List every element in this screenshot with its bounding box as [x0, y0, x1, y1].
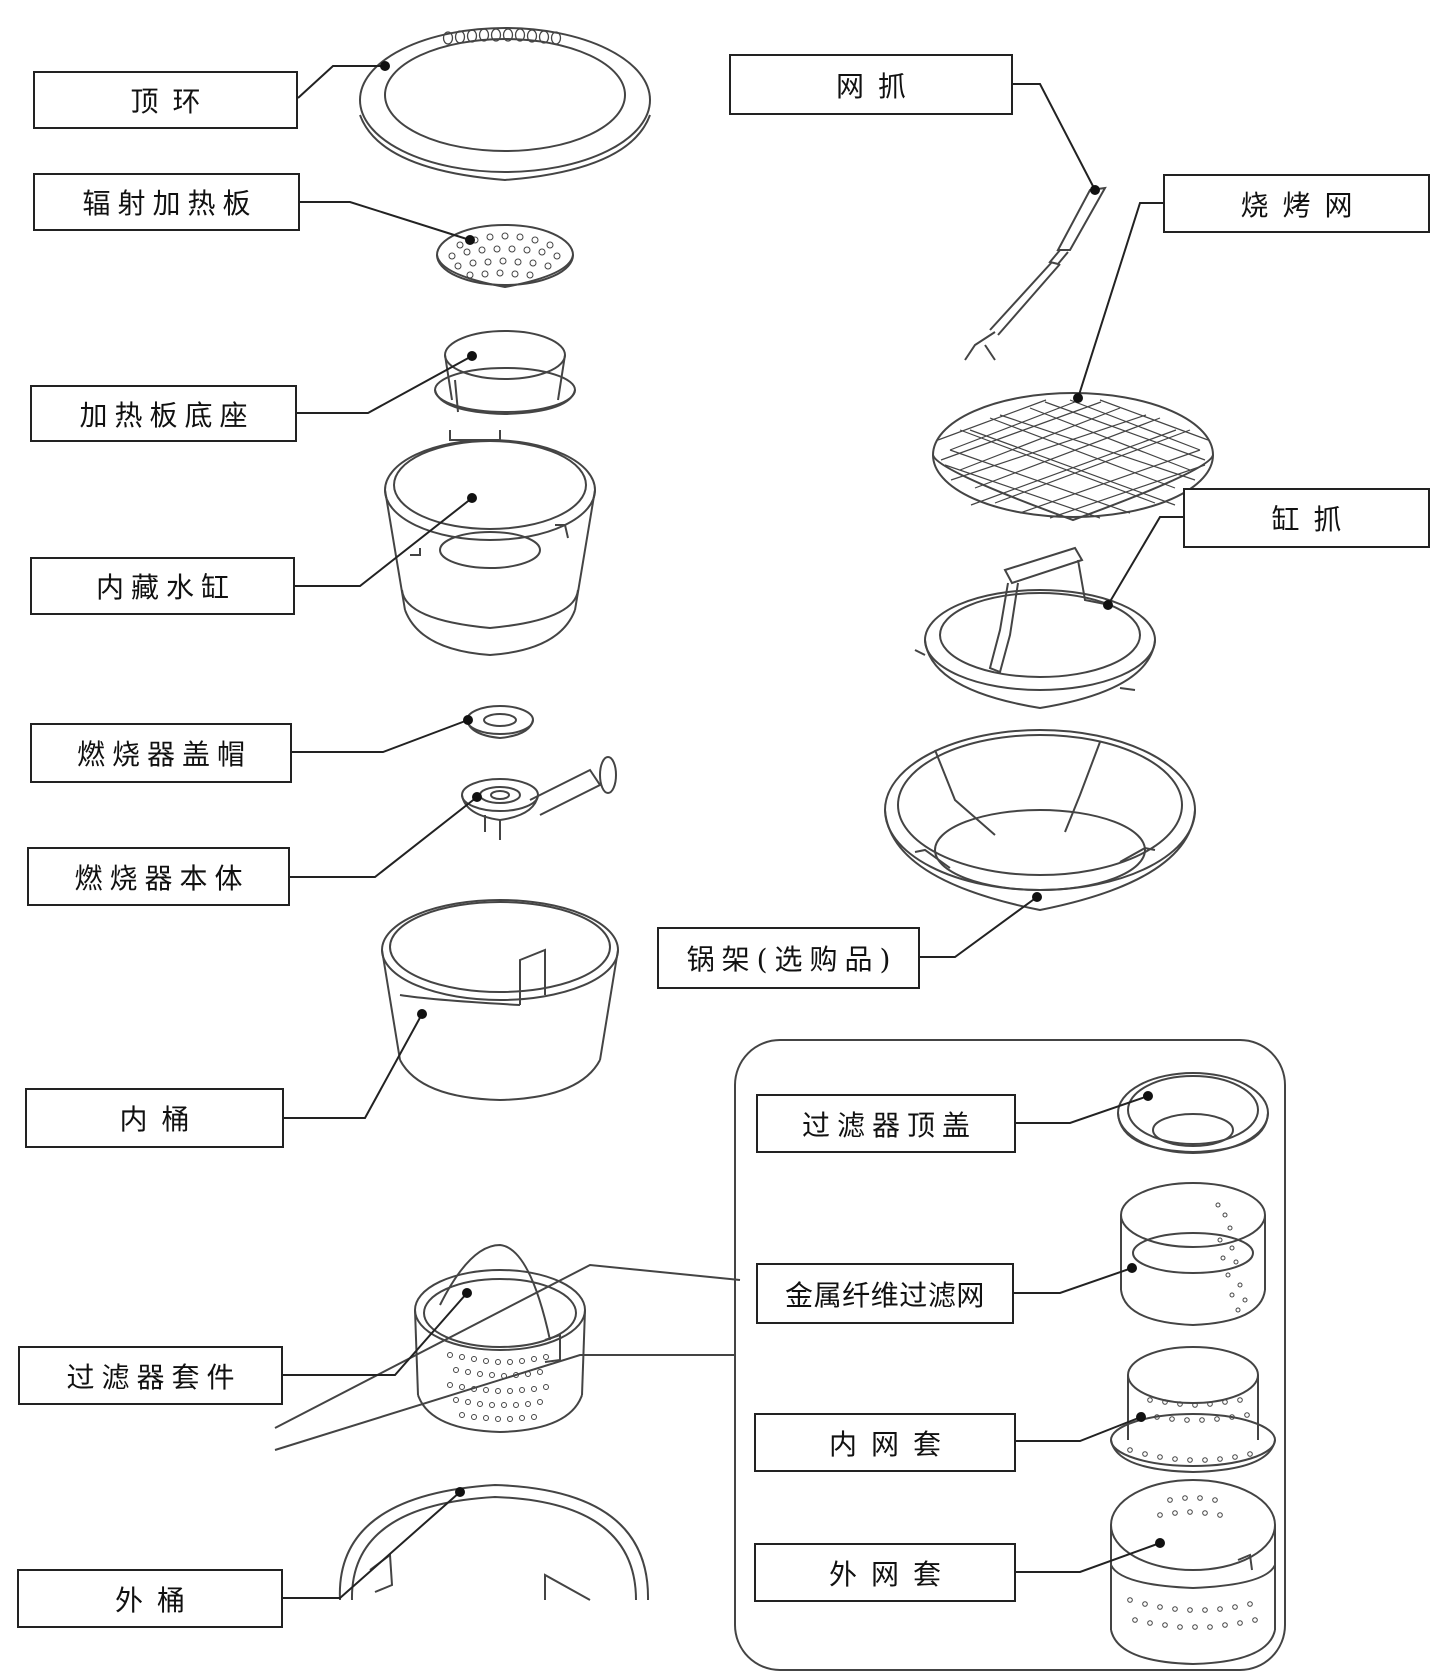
burner-body-part — [461, 756, 617, 840]
label-outer-mesh-sleeve: 外网套 — [754, 1543, 1016, 1602]
plate-base-part — [434, 330, 576, 416]
pot-rack-part — [884, 729, 1196, 912]
label-plate-base: 加热板底座 — [30, 385, 297, 442]
inner-mesh-sleeve-part — [1110, 1346, 1276, 1474]
label-inner-mesh-sleeve: 内网套 — [754, 1413, 1016, 1472]
label-burner-cap: 燃烧器盖帽 — [30, 723, 292, 783]
inner-bucket-part — [381, 899, 619, 1102]
filter-subassembly-frame — [734, 1039, 1286, 1671]
label-water-tank: 内藏水缸 — [30, 557, 295, 615]
metal-fiber-filter-part — [1120, 1182, 1266, 1327]
radiant-plate-part — [436, 224, 574, 289]
label-filter-kit: 过滤器套件 — [18, 1346, 283, 1405]
grill-tongs-part — [964, 186, 1107, 361]
label-filter-top-cover: 过滤器顶盖 — [756, 1094, 1016, 1153]
tank-handle-part — [914, 546, 1156, 710]
label-grill-net: 烧烤网 — [1163, 174, 1430, 233]
label-outer-bucket: 外桶 — [17, 1569, 283, 1628]
water-tank-part — [384, 430, 596, 657]
label-inner-bucket: 内桶 — [25, 1088, 284, 1148]
label-radiant-plate: 辐射加热板 — [33, 173, 300, 231]
filter-kit-part — [274, 1243, 741, 1451]
label-top-ring: 顶环 — [33, 71, 298, 129]
grill-net-part — [932, 392, 1214, 522]
top-ring-part — [359, 27, 651, 182]
label-pot-rack: 锅架(选购品) — [657, 927, 920, 989]
outer-bucket-part — [338, 1483, 650, 1601]
label-tank-handle: 缸抓 — [1183, 488, 1430, 548]
label-burner-body: 燃烧器本体 — [27, 847, 290, 906]
leader-dots — [380, 61, 1165, 1548]
label-metal-fiber-filter: 金属纤维过滤网 — [756, 1263, 1014, 1324]
burner-cap-part — [466, 705, 534, 740]
outer-mesh-sleeve-part — [1110, 1479, 1276, 1666]
filter-top-cover-part — [1117, 1072, 1269, 1154]
leader-lines — [283, 65, 1183, 1599]
label-grill-tongs: 网抓 — [729, 54, 1013, 115]
